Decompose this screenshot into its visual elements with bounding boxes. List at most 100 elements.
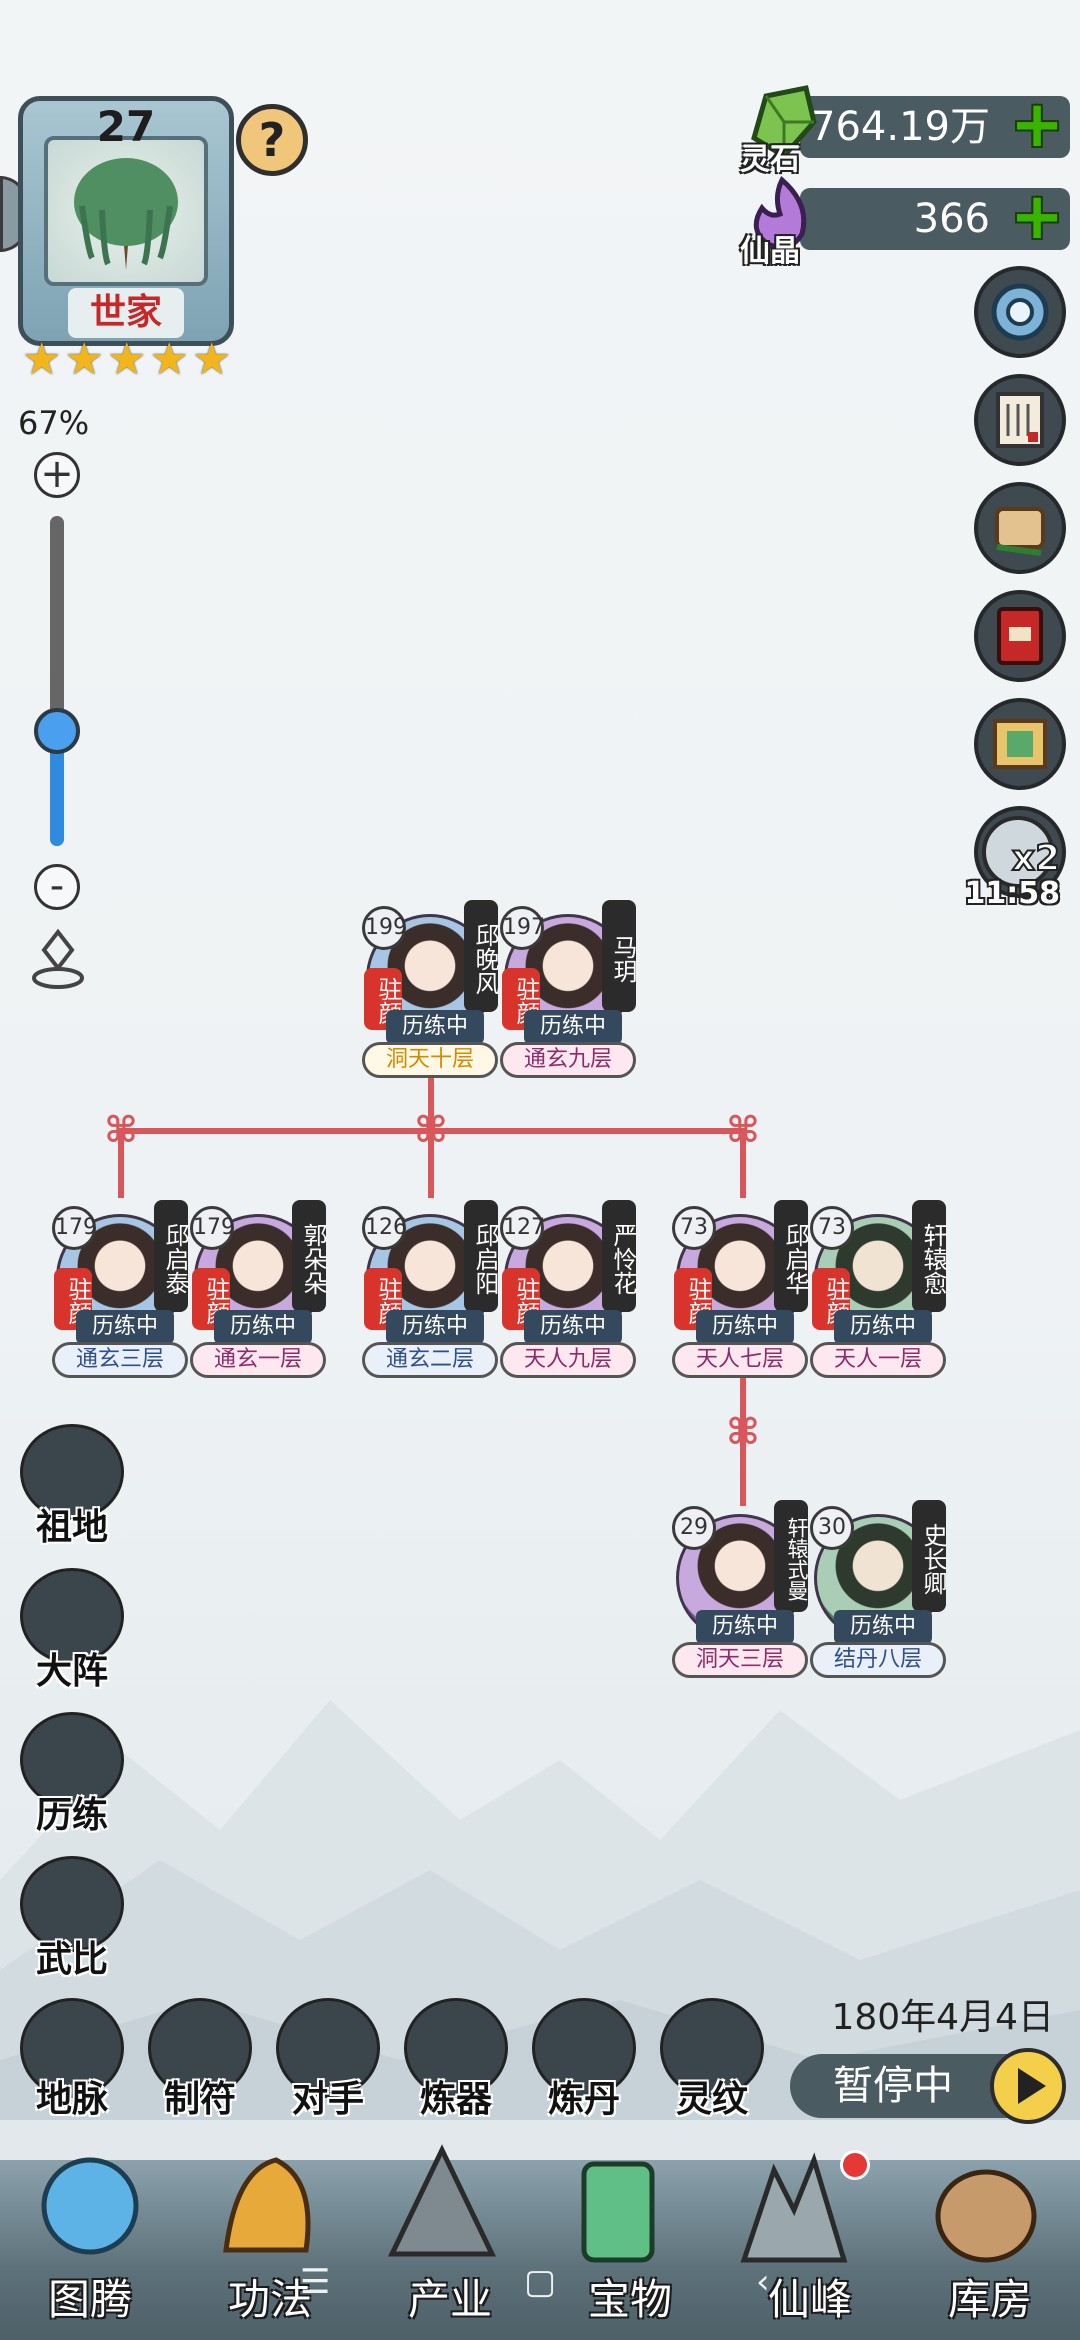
member-realm: 通玄三层 xyxy=(52,1342,188,1378)
nav-totem[interactable]: 图腾 xyxy=(47,2275,132,2324)
help-button[interactable]: ? xyxy=(236,104,308,176)
zoom-slider-fill xyxy=(50,730,64,846)
tree-line xyxy=(428,1128,434,1198)
member-status: 历练中 xyxy=(386,1310,484,1344)
crossed-swords-icon xyxy=(20,1856,124,1952)
member-status: 历练中 xyxy=(696,1610,794,1644)
system-menu-icon[interactable]: ☰ xyxy=(300,2262,331,2302)
member-name: 轩辕愈 xyxy=(912,1200,947,1312)
game-date: 180年4月4日 xyxy=(831,1997,1054,2038)
member-name: 轩辕式曼 xyxy=(774,1500,809,1612)
knot-icon: ⌘ xyxy=(104,1110,138,1151)
clan-level: 27 xyxy=(96,102,156,151)
nav-technique[interactable]: 功法 xyxy=(227,2275,312,2324)
ancestral-land-label: 祖地 xyxy=(35,1507,108,1548)
nav-industry[interactable]: 产业 xyxy=(407,2275,492,2324)
nav-warehouse[interactable]: 库房 xyxy=(947,2275,1032,2324)
tree-line xyxy=(740,1360,746,1506)
member-card[interactable]: 73 轩辕愈 驻颜 历练中 天人一层 xyxy=(810,1200,947,1378)
earth-vein-button[interactable]: 地脉 xyxy=(12,1998,132,2126)
family-crest[interactable]: 27 世家 ★ ★ ★ ★ ★ xyxy=(18,96,234,396)
member-age: 73 xyxy=(810,1206,854,1250)
blueprint-icon xyxy=(404,1998,508,2098)
training-button[interactable]: 历练 xyxy=(14,1712,130,1836)
member-status: 历练中 xyxy=(524,1010,622,1044)
member-card[interactable]: 30 史长卿 历练中 结丹八层 xyxy=(810,1500,947,1678)
speed-button[interactable]: x2 xyxy=(974,806,1066,898)
immortal-crystal-label: 仙晶 xyxy=(740,234,800,269)
shrine-icon xyxy=(20,1424,124,1520)
totem-icon[interactable] xyxy=(20,2144,160,2274)
ancestral-land-button[interactable]: 祖地 xyxy=(14,1424,130,1548)
member-card[interactable]: 197 马玥 驻颜 历练中 通玄九层 xyxy=(500,900,637,1078)
member-card[interactable]: 179 郭朵朵 驻颜 历练中 通玄一层 xyxy=(190,1200,327,1378)
tree-line xyxy=(740,1128,746,1198)
knot-icon: ⌘ xyxy=(726,1412,760,1453)
talisman-button[interactable]: 制符 xyxy=(140,1998,260,2126)
spirit-stone-resource[interactable]: 764.19万 + 灵石 xyxy=(740,82,1070,182)
star-icon: ★ xyxy=(107,334,147,385)
immortal-peak-icon[interactable] xyxy=(724,2140,864,2270)
zoom-slider-handle[interactable] xyxy=(34,708,80,754)
member-card[interactable]: 179 邱启泰 驻颜 历练中 通玄三层 xyxy=(52,1200,189,1378)
alchemy-label: 炼丹 xyxy=(547,2079,620,2120)
formation-label: 大阵 xyxy=(35,1651,108,1692)
member-age: 179 xyxy=(190,1206,235,1250)
willow-tree-icon xyxy=(44,136,208,286)
speed-x2-icon: x2 xyxy=(982,816,1061,888)
immortal-crystal-resource[interactable]: 366 + 仙晶 xyxy=(740,174,1070,274)
rivals-button[interactable]: 对手 xyxy=(268,1998,388,2126)
system-back-icon[interactable]: ‹ xyxy=(756,2262,770,2302)
bottom-nav: 图腾 功法 产业 宝物 仙峰 库房 xyxy=(0,2144,1080,2340)
technique-icon[interactable] xyxy=(196,2140,336,2270)
member-card[interactable]: 126 邱启阳 驻颜 历练中 通玄二层 xyxy=(362,1200,499,1378)
book-button[interactable] xyxy=(974,590,1066,682)
member-card[interactable]: 127 严怜花 驻颜 历练中 天人九层 xyxy=(500,1200,637,1378)
immortal-crystal-icon xyxy=(753,176,807,250)
member-name: 邱启华 xyxy=(774,1200,809,1312)
warehouse-icon[interactable] xyxy=(916,2144,1056,2274)
pause-toggle[interactable]: 暂停中 xyxy=(790,2048,1066,2124)
member-realm: 通玄一层 xyxy=(190,1342,326,1378)
member-realm: 天人七层 xyxy=(672,1342,808,1378)
member-status: 历练中 xyxy=(386,1010,484,1044)
martial-contest-button[interactable]: 武比 xyxy=(14,1856,130,1980)
member-status: 历练中 xyxy=(834,1610,932,1644)
member-card[interactable]: 199 邱晚风 驻颜 历练中 洞天十层 xyxy=(362,900,499,1078)
gate-icon xyxy=(20,1712,124,1808)
system-home-icon[interactable]: ▢ xyxy=(524,2262,557,2302)
nav-treasure[interactable]: 宝物 xyxy=(587,2275,672,2324)
member-name: 严怜花 xyxy=(602,1200,637,1312)
event-button[interactable] xyxy=(974,698,1066,790)
member-card[interactable]: 73 邱启华 驻颜 历练中 天人七层 xyxy=(672,1200,809,1378)
member-realm: 结丹八层 xyxy=(810,1642,946,1678)
pause-label: 暂停中 xyxy=(790,2054,1016,2118)
scroll-button[interactable] xyxy=(974,482,1066,574)
member-card[interactable]: 29 轩辕式曼 历练中 洞天三层 xyxy=(672,1500,809,1678)
refining-button[interactable]: 炼器 xyxy=(396,1998,516,2126)
talisman-label: 制符 xyxy=(163,2079,236,2120)
scroll-icon xyxy=(995,507,1045,556)
zoom-in-button[interactable]: + xyxy=(34,452,80,498)
member-name: 马玥 xyxy=(602,900,637,1012)
add-spirit-stone-icon[interactable]: + xyxy=(1010,88,1064,162)
treasure-icon[interactable] xyxy=(548,2144,688,2274)
nav-immortal-peak[interactable]: 仙峰 xyxy=(767,2275,852,2324)
star-icon: ★ xyxy=(64,334,104,385)
spirit-pattern-button[interactable]: 灵纹 xyxy=(652,1998,772,2126)
clan-stars: ★ ★ ★ ★ ★ xyxy=(22,334,232,386)
spirit-pattern-label: 灵纹 xyxy=(675,2079,748,2120)
alchemy-button[interactable]: 炼丹 xyxy=(524,1998,644,2126)
member-status: 历练中 xyxy=(214,1310,312,1344)
formation-button[interactable]: 大阵 xyxy=(14,1568,130,1692)
member-age: 73 xyxy=(672,1206,716,1250)
play-button[interactable] xyxy=(990,2048,1066,2124)
mail-button[interactable] xyxy=(974,374,1066,466)
locate-icon[interactable] xyxy=(28,928,88,992)
zoom-out-button[interactable]: - xyxy=(34,864,80,910)
industry-icon[interactable] xyxy=(372,2134,512,2264)
notification-dot xyxy=(840,2150,870,2180)
settings-button[interactable] xyxy=(974,266,1066,358)
add-immortal-crystal-icon[interactable]: + xyxy=(1010,180,1064,254)
member-name: 邱晚风 xyxy=(464,900,499,1012)
